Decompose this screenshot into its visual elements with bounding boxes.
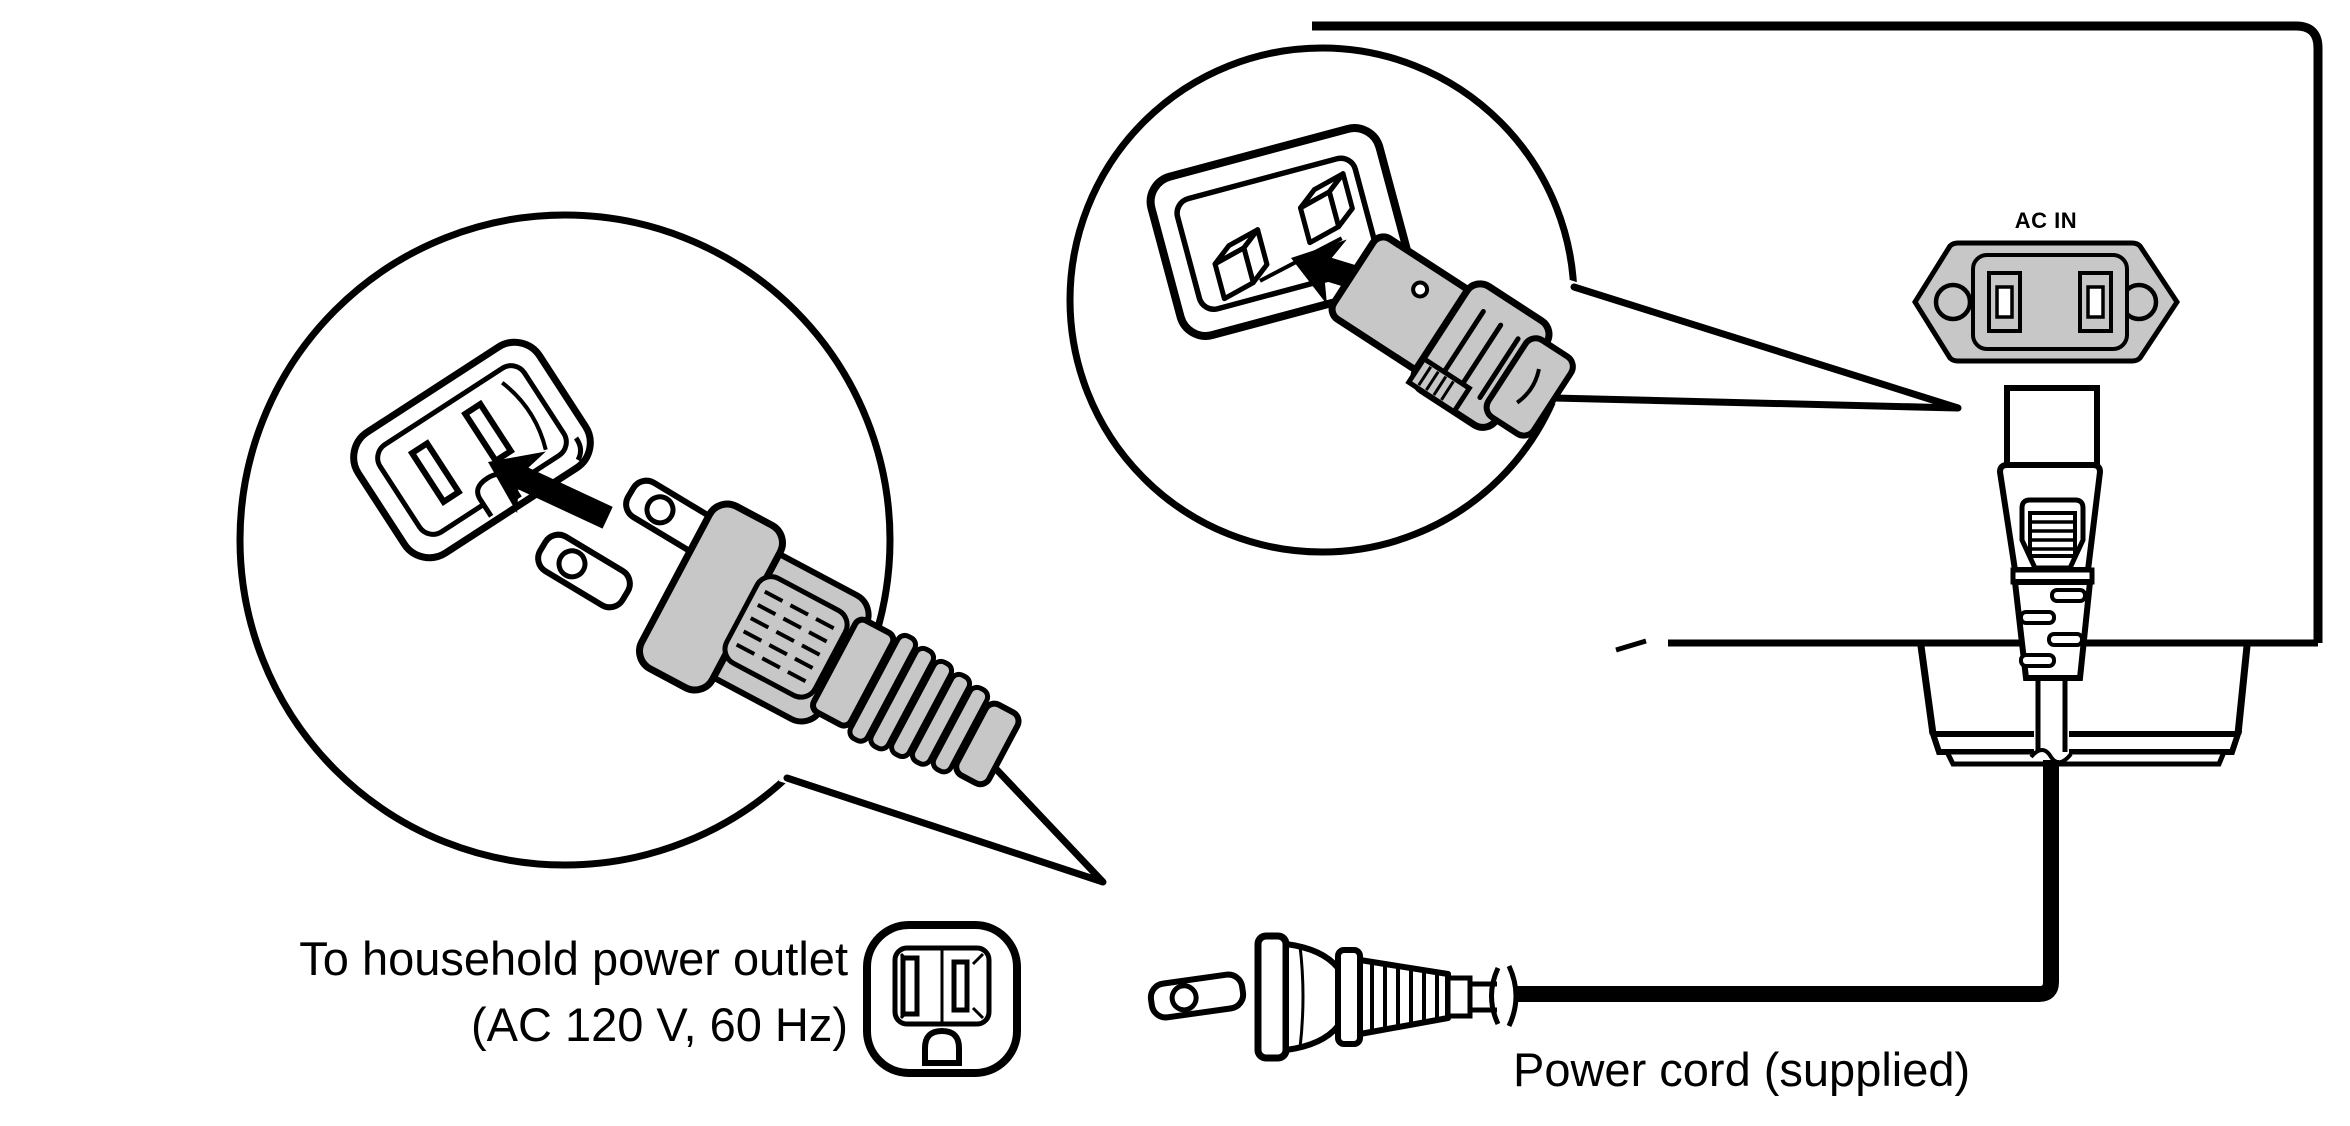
inlet-pin-icon	[1297, 171, 1355, 246]
ac-inlet-icon	[1912, 240, 2180, 364]
household-outlet-label-line2: (AC 120 V, 60 Hz)	[470, 998, 848, 1051]
wall-outlet-closeup-icon	[350, 338, 594, 562]
household-outlet-label-line1: To household power outlet	[299, 932, 848, 985]
wall-outlet-face-icon	[863, 921, 1021, 1077]
insert-tick-icon	[573, 436, 584, 462]
two-prong-plug-icon	[535, 477, 1022, 788]
household-outlet-label: To household power outlet (AC 120 V, 60 …	[299, 926, 848, 1058]
ac-in-label: AC IN	[2014, 208, 2078, 233]
device-foot-icon	[1917, 645, 2251, 767]
power-cord-connector-icon	[1996, 385, 2104, 765]
power-plug-side-icon	[1147, 932, 1497, 1062]
device-rear-panel-icon	[1312, 21, 2323, 767]
inlet-screw-hole-icon	[1933, 282, 1973, 322]
inlet-pin-icon	[1212, 227, 1270, 302]
power-cord-icon	[1489, 760, 2059, 1028]
power-cord-label: Power cord (supplied)	[1513, 1043, 1971, 1096]
iec-connector-icon	[1328, 233, 1576, 439]
